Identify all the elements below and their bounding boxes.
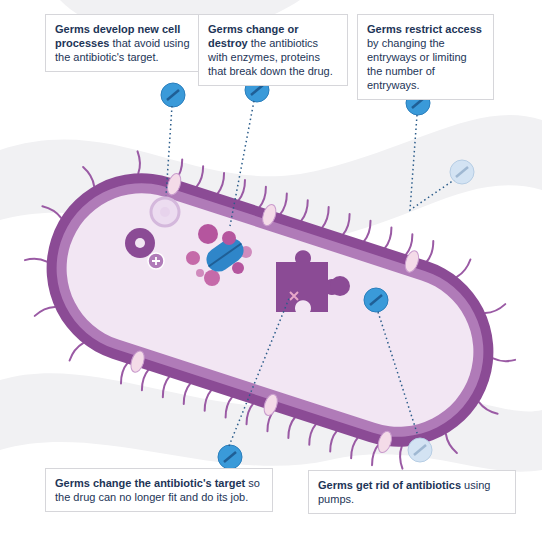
flagellum	[79, 167, 99, 186]
callout-heading: Germs change the antibiotic's target	[55, 477, 245, 489]
flagellum	[224, 396, 233, 418]
flagellum	[25, 255, 47, 267]
antibiotic-pill	[408, 438, 432, 462]
flagellum	[140, 369, 149, 391]
flagellum	[343, 214, 352, 236]
flagellum	[217, 173, 226, 195]
callout-heading: Germs get rid of antibiotics	[318, 479, 461, 491]
antibiotic-pill	[364, 288, 388, 312]
flagellum	[259, 187, 268, 209]
callout-box: Germs change the antibiotic's target so …	[45, 468, 273, 512]
flagellum	[245, 403, 254, 425]
callout-box: Germs change or destroy the antibiotics …	[198, 14, 348, 86]
callout-body: by changing the entryways or limiting th…	[367, 37, 467, 91]
antibiotic-pill	[218, 445, 242, 469]
flagellum	[161, 376, 170, 398]
callout-text: Germs restrict access by changing the en…	[367, 22, 484, 92]
flagellum	[131, 151, 145, 173]
callout-text: Germs change or destroy the antibiotics …	[208, 22, 338, 78]
flagellum	[370, 444, 379, 466]
flagellum	[441, 434, 461, 453]
leader-lines	[166, 101, 454, 446]
flagellum	[307, 423, 316, 445]
flagellum	[493, 353, 515, 365]
flagellum	[119, 362, 128, 384]
flagellum	[457, 257, 471, 279]
callout-text: Germs change the antibiotic's target so …	[55, 476, 263, 504]
flagellum	[70, 341, 84, 363]
pores	[109, 172, 449, 454]
callout-box: Germs get rid of antibiotics using pumps…	[308, 470, 516, 514]
antibiotic-pill	[450, 160, 474, 184]
callout-box: Germs develop new cell processes that av…	[45, 14, 205, 72]
flagellum	[182, 382, 191, 404]
bacterium	[0, 123, 542, 497]
antibiotic-pill	[161, 83, 185, 107]
flagellum	[477, 402, 499, 414]
changed-target	[276, 250, 350, 312]
flagellum	[35, 302, 55, 321]
callout-box: Germs restrict access by changing the en…	[357, 14, 494, 100]
new-target	[125, 198, 179, 269]
flagellum	[238, 180, 247, 202]
flagellum	[301, 200, 310, 222]
flagellum	[280, 193, 289, 215]
flagellum	[328, 430, 337, 452]
callout-text: Germs develop new cell processes that av…	[55, 22, 195, 64]
flagellum	[41, 206, 63, 218]
flagellum	[364, 221, 373, 243]
flagellum	[196, 166, 205, 188]
flagellum	[203, 389, 212, 411]
callout-text: Germs get rid of antibiotics using pumps…	[318, 478, 506, 506]
flagellum	[426, 241, 435, 263]
flagellum	[322, 207, 331, 229]
flagellum	[485, 299, 505, 318]
flagellum	[286, 416, 295, 438]
flagellum	[395, 447, 409, 469]
background-swirls	[0, 0, 542, 472]
flagellum	[349, 437, 358, 459]
flagellum	[385, 227, 394, 249]
callout-heading: Germs restrict access	[367, 23, 482, 35]
enzymes	[186, 224, 252, 286]
